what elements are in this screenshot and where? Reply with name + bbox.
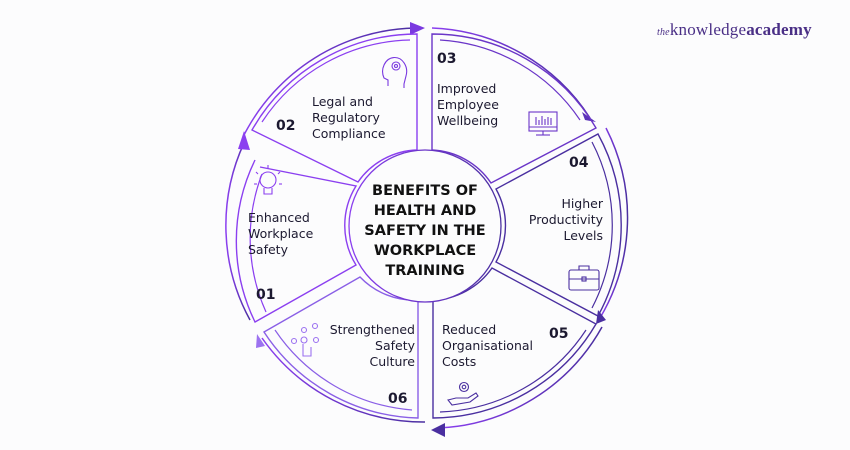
ring-arc-6 <box>261 337 426 423</box>
wedge-06 <box>263 276 419 419</box>
wedge-03 <box>431 33 597 184</box>
label-line: Workplace <box>248 226 314 241</box>
arrowhead-1 <box>238 131 250 150</box>
segment-06-label: Strengthened Safety Culture <box>300 322 415 370</box>
label-line: Safety <box>375 338 415 353</box>
label-line: Regulatory <box>312 110 380 125</box>
ring-arc-4 <box>599 127 629 319</box>
segment-04-label: Higher Productivity Levels <box>510 196 603 244</box>
center-circle <box>348 149 502 303</box>
network-touch-icon <box>290 322 320 357</box>
brand-logo: theknowledgeacademy <box>657 20 812 40</box>
head-gear-icon <box>382 57 408 88</box>
segment-02-label: Legal and Regulatory Compliance <box>312 94 386 142</box>
brand-name: knowledge <box>669 20 747 39</box>
label-line: Reduced <box>442 322 497 337</box>
arrowhead-5 <box>431 423 445 437</box>
wedge-02 <box>251 33 418 183</box>
label-line: Compliance <box>312 126 386 141</box>
label-line: Employee <box>437 97 499 112</box>
label-line: Productivity <box>528 212 603 227</box>
ring-arc-5 <box>437 326 603 429</box>
label-line: Costs <box>442 354 477 369</box>
label-line: Culture <box>369 354 415 369</box>
cycle-arrowheads <box>238 22 606 437</box>
segment-03-label: Improved Employee Wellbeing <box>437 81 499 129</box>
label-line: Wellbeing <box>437 113 499 128</box>
ring-arc-1 <box>225 142 251 321</box>
arrowhead-2 <box>410 22 425 35</box>
ring-arc-2 <box>243 27 416 136</box>
wedge-04 <box>495 133 622 317</box>
brand-prefix: the <box>657 27 670 38</box>
segment-05-number: 05 <box>549 326 569 342</box>
lightbulb-icon <box>254 165 282 195</box>
segment-03-number: 03 <box>437 51 457 67</box>
label-line: Organisational <box>442 338 533 353</box>
segment-06-number: 06 <box>388 391 408 407</box>
center-title: BENEFITS OF HEALTH AND SAFETY IN THE WOR… <box>364 183 486 279</box>
briefcase-icon <box>568 265 600 291</box>
wedge-05 <box>432 267 597 419</box>
segment-05-label: Reduced Organisational Costs <box>442 322 533 370</box>
label-line: Enhanced <box>248 210 310 225</box>
wedge-01 <box>235 159 358 323</box>
label-line: Safety <box>248 242 288 257</box>
segment-02-number: 02 <box>276 118 296 134</box>
label-line: Levels <box>563 228 603 243</box>
label-line: Strengthened <box>329 322 415 337</box>
label-line: Improved <box>437 81 497 96</box>
segment-01-label: Enhanced Workplace Safety <box>248 210 313 258</box>
hand-gear-icon <box>447 381 479 406</box>
segment-04-number: 04 <box>569 155 589 171</box>
label-line: Legal and <box>312 94 373 109</box>
monitor-chart-icon <box>528 111 558 136</box>
label-line: Higher <box>561 196 603 211</box>
segment-01-number: 01 <box>256 287 276 303</box>
arrowhead-6 <box>256 334 265 348</box>
brand-suffix: academy <box>746 20 812 39</box>
arrowhead-4 <box>596 310 606 324</box>
